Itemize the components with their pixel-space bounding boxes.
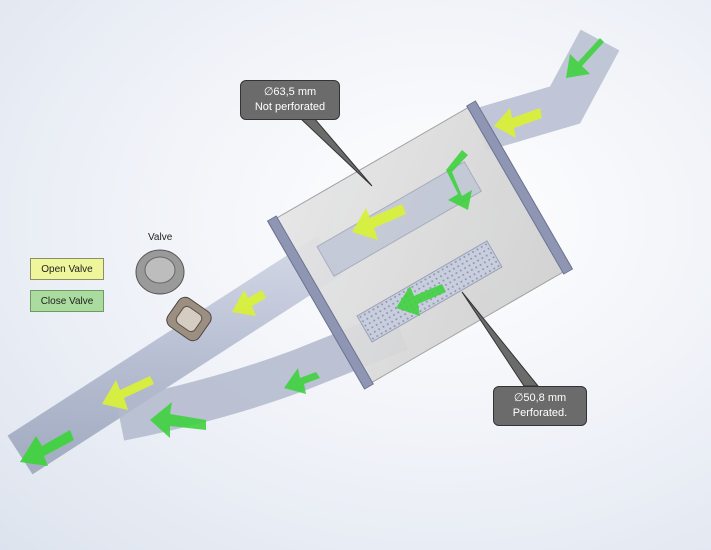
callout-non-perforated: ∅63,5 mm Not perforated <box>240 80 340 120</box>
arrow-close-inlet <box>566 38 604 78</box>
close-valve-legend: Close Valve <box>30 290 104 312</box>
callout-top-pointer <box>298 117 373 187</box>
valve-label: Valve <box>148 232 173 243</box>
main-exhaust-pipe <box>7 235 343 475</box>
arrow-close-bend <box>446 150 472 210</box>
callout-bottom-diameter: ∅50,8 mm <box>513 392 567 404</box>
arrow-close-branch <box>150 402 206 438</box>
inner-pipe <box>316 161 482 277</box>
arrow-close-exit <box>20 430 74 466</box>
callout-perforated: ∅50,8 mm Perforated. <box>493 386 587 426</box>
arrow-open-inlet <box>494 108 542 138</box>
arrow-open-pre-valve <box>232 290 266 316</box>
valve <box>135 249 212 342</box>
open-valve-legend: Open Valve <box>30 258 104 280</box>
flow-arrows <box>20 38 604 466</box>
arrow-open-inner <box>352 204 406 240</box>
arrow-close-perforated <box>396 284 446 316</box>
callout-bottom-description: Perforated. <box>512 407 568 419</box>
callout-top-description: Not perforated <box>254 101 326 113</box>
callout-top-diameter: ∅63,5 mm <box>263 86 317 98</box>
bypass-pipe <box>115 310 408 441</box>
arrow-open-outlet <box>102 376 154 410</box>
arrow-close-bypass <box>284 368 320 394</box>
